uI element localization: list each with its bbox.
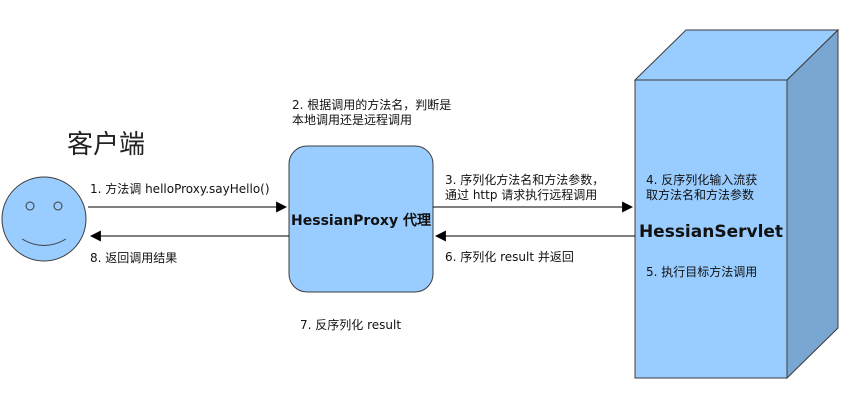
step-1-label: 1. 方法调 helloProxy.sayHello()	[90, 182, 270, 196]
step-5-label: 5. 执行目标方法调用	[646, 265, 758, 279]
step-3-label-line1: 3. 序列化方法名和方法参数，	[445, 173, 605, 187]
step-2-label-line1: 2. 根据调用的方法名，判断是	[292, 98, 452, 112]
client-smiley-icon	[1, 176, 87, 262]
proxy-node	[288, 145, 434, 293]
step-3-label-line2: 通过 http 请求执行远程调用	[445, 188, 598, 202]
step-7-label: 7. 反序列化 result	[300, 318, 402, 332]
step-6-label: 6. 序列化 result 并返回	[445, 250, 574, 264]
proxy-label: HessianProxy 代理	[291, 213, 431, 229]
step-4-label-line1: 4. 反序列化输入流获	[646, 173, 758, 187]
client-title: 客户端	[67, 130, 146, 160]
servlet-box	[633, 28, 840, 380]
step-2-label-line2: 本地调用还是远程调用	[292, 113, 413, 127]
servlet-label: HessianServlet	[638, 222, 784, 242]
step-4-label-line2: 取方法名和方法参数	[646, 188, 755, 202]
step-8-label: 8. 返回调用结果	[90, 251, 178, 265]
